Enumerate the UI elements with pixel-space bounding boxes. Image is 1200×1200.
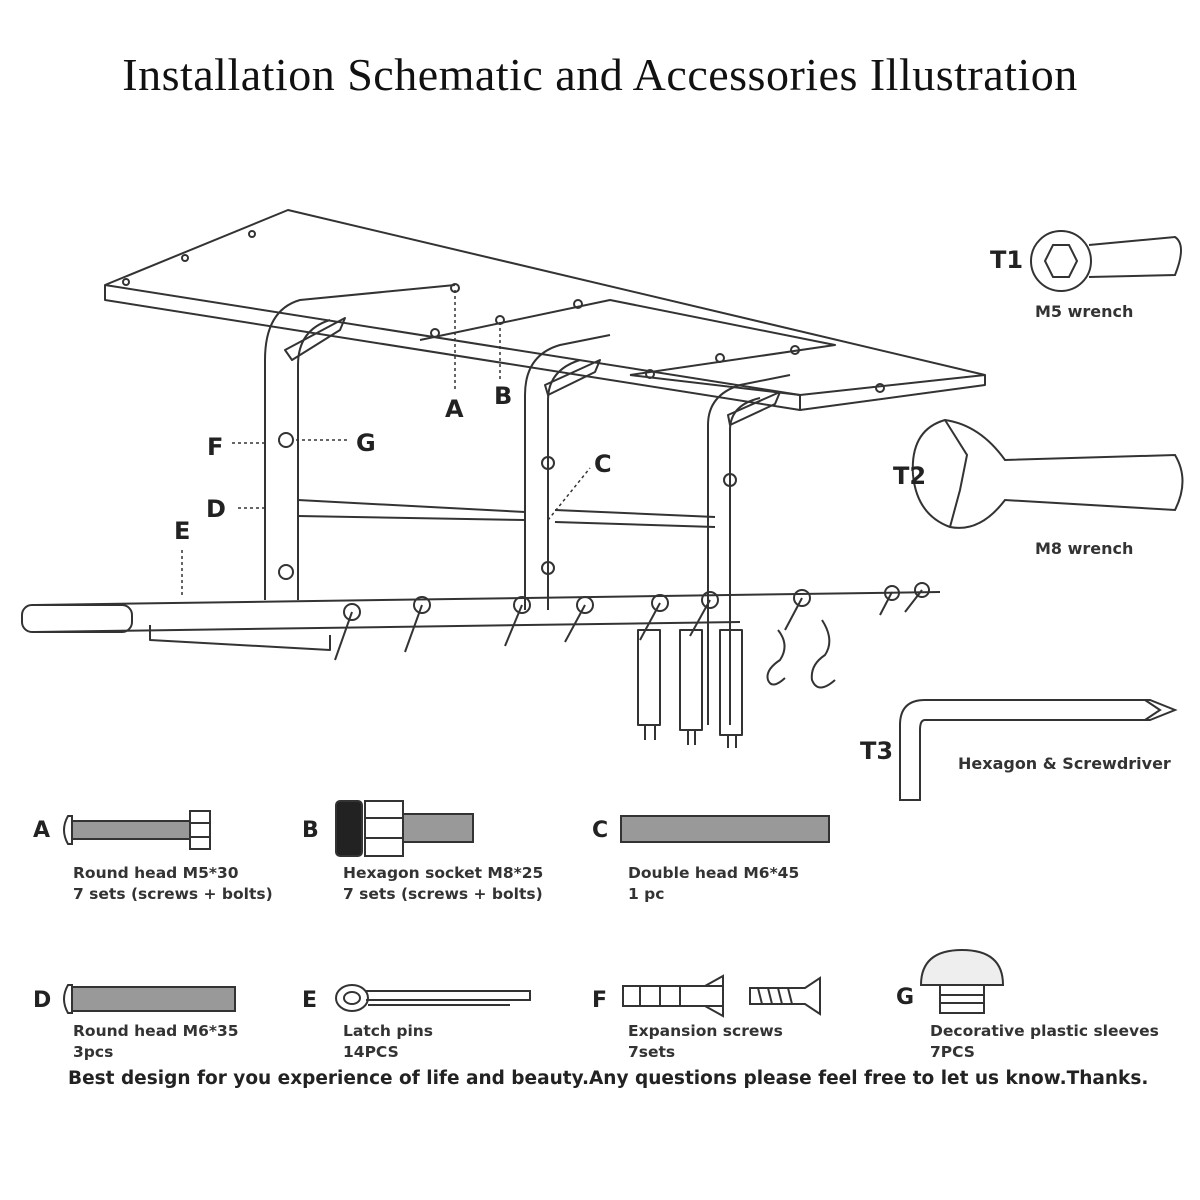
latch-pin-icon: [335, 984, 531, 1012]
accessory-qty-g: 7PCS: [930, 1043, 975, 1061]
m8-wrench-icon: [911, 418, 1184, 529]
accessory-letter-b: B: [302, 818, 319, 843]
diagram-label-b: B: [494, 382, 513, 410]
accessory-letter-f: F: [592, 988, 608, 1013]
plastic-sleeve-icon: [919, 948, 1005, 1014]
hex-screwdriver-icon: [899, 699, 1178, 801]
accessory-name-b: Hexagon socket M8*25: [343, 864, 544, 882]
footer-message: Best design for you experience of life a…: [68, 1068, 1149, 1089]
page-title: Installation Schematic and Accessories I…: [122, 49, 1078, 100]
diagram-label-f: F: [207, 433, 224, 461]
accessory-qty-d: 3pcs: [73, 1043, 114, 1061]
tool-code-t2: T2: [893, 462, 927, 490]
m5-wrench-icon: [1030, 230, 1182, 292]
accessory-qty-c: 1 pc: [628, 885, 665, 903]
accessory-letter-e: E: [302, 988, 318, 1013]
round-head-screw-d-icon: [63, 984, 236, 1014]
double-head-screw-icon: [620, 815, 830, 843]
tool-code-t3: T3: [860, 737, 894, 765]
round-head-screw-icon: [63, 810, 211, 850]
accessory-name-e: Latch pins: [343, 1022, 434, 1040]
tool-name-t1: M5 wrench: [1035, 302, 1134, 321]
diagram-label-e: E: [174, 517, 191, 545]
accessory-qty-e: 14PCS: [343, 1043, 399, 1061]
accessory-qty-f: 7sets: [628, 1043, 676, 1061]
accessory-name-d: Round head M6*35: [73, 1022, 239, 1040]
diagram-label-g: G: [356, 429, 376, 457]
accessory-letter-g: G: [896, 985, 915, 1010]
expansion-screw-icon: [622, 974, 821, 1018]
accessory-name-f: Expansion screws: [628, 1022, 783, 1040]
tool-name-t3: Hexagon & Screwdriver: [958, 754, 1171, 773]
accessory-letter-a: A: [33, 818, 51, 843]
accessory-name-g: Decorative plastic sleeves: [930, 1022, 1159, 1040]
hex-socket-screw-icon: [335, 800, 474, 857]
accessory-qty-b: 7 sets (screws + bolts): [343, 885, 543, 903]
tool-code-t1: T1: [990, 246, 1024, 274]
diagram-label-d: D: [206, 495, 226, 523]
accessory-qty-a: 7 sets (screws + bolts): [73, 885, 273, 903]
diagram-label-a: A: [445, 395, 464, 423]
tool-name-t2: M8 wrench: [1035, 539, 1134, 558]
accessory-letter-c: C: [592, 818, 609, 843]
accessory-letter-d: D: [33, 988, 52, 1013]
accessory-name-a: Round head M5*30: [73, 864, 239, 882]
diagram-label-c: C: [594, 450, 612, 478]
accessory-name-c: Double head M6*45: [628, 864, 800, 882]
